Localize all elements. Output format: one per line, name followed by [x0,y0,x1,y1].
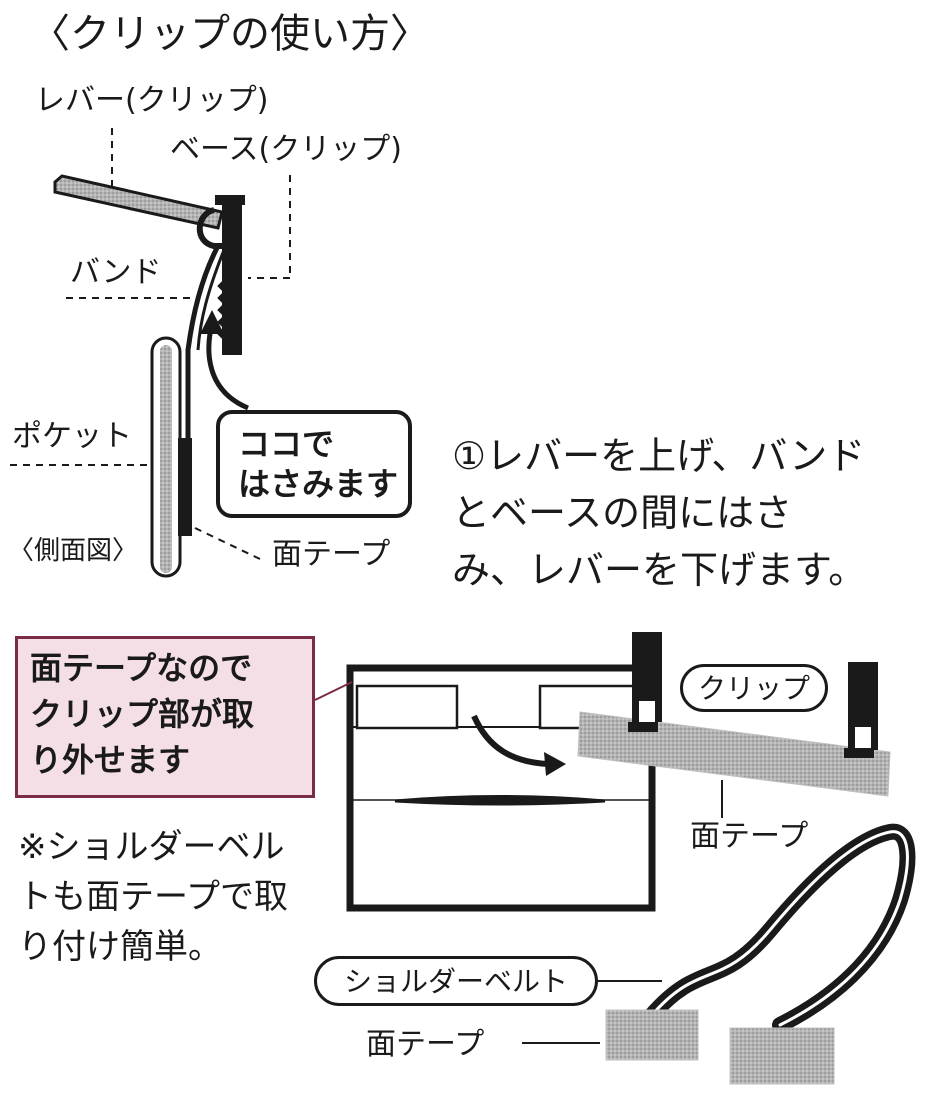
clip-left [628,632,662,732]
callout-line-2: はさみます [238,465,399,503]
shoulder-belt-pill-label: ショルダーベルト [314,956,598,1006]
lever-shape [53,174,224,230]
clip-right [844,662,878,758]
side-view-label: 〈側面図〉 [8,536,139,566]
instruction-line-3: み、レバーを下げます。 [452,548,867,592]
shoulder-belt [644,823,916,1033]
pouch-tape-left [355,684,459,730]
band-label: バンド [70,255,162,290]
note-line-1: ※ショルダーベル [18,827,285,867]
pocket-label: ポケット [12,419,132,454]
base-label: ベース(クリップ) [170,132,402,167]
face-tape-label-belt: 面テープ [366,1027,485,1062]
face-tape-side [178,438,192,536]
note-line-2: トも面テープで取 [18,877,288,917]
face-tape-label-clip: 面テープ [690,819,809,854]
note-line-3: り付け簡単。 [18,927,222,967]
note-box-line-1: 面テープなので [30,649,253,687]
instruction-line-1: ①レバーを上げ、バンド [452,434,866,478]
shoulder-belt-note: ※ショルダーベル トも面テープで取 り付け簡単。 [18,822,288,972]
base-teeth [217,278,229,342]
instruction-text: ①レバーを上げ、バンド とベースの間にはさ み、レバーを下げます。 [452,428,922,599]
note-box-line-2: クリップ部が取 [30,695,255,733]
note-box-line-3: り外せます [30,741,191,779]
remove-arrow [471,714,549,767]
clip-tape-strip [577,711,891,797]
belt-tape-right [729,1027,835,1085]
pinch-callout: ココで はさみます [216,410,412,518]
removable-note-box: 面テープなので クリップ部が取 り外せます [15,636,315,798]
lever-label: レバー(クリップ) [35,83,269,118]
leader-lines [10,128,291,561]
belt-tape-left [605,1009,699,1061]
lever-hook [196,207,234,249]
instruction-line-2: とベースの間にはさ [452,491,793,535]
callout-line-1: ココで [238,425,335,463]
clip-pill-label: クリップ [680,664,828,712]
face-tape-label-side: 面テープ [272,537,391,572]
page-title: 〈クリップの使い方〉 [30,11,430,57]
band-shape [185,244,221,440]
pouch-zipper [394,795,606,806]
